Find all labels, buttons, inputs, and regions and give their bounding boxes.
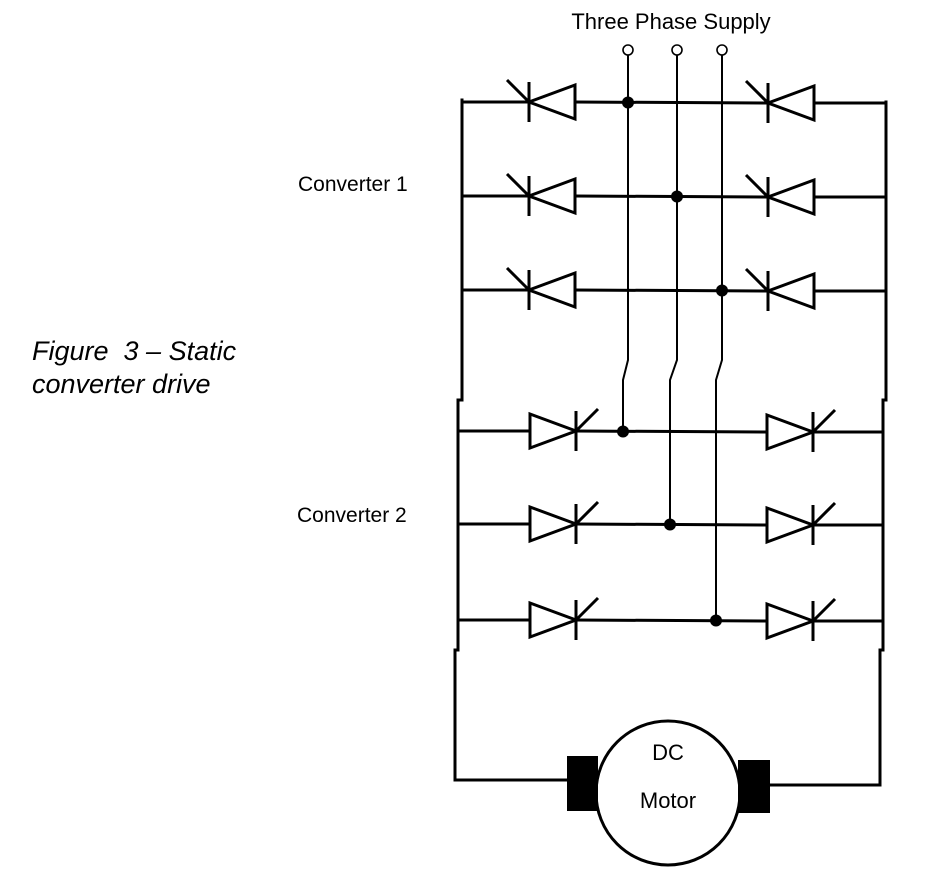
phase-wire <box>715 55 723 620</box>
figure-caption-line2: converter drive <box>32 369 211 399</box>
thyristor-triangle <box>763 177 816 217</box>
thyristor-triangle <box>765 412 818 452</box>
thyristor-gate <box>744 267 770 293</box>
converter1-label: Converter 1 <box>298 173 408 196</box>
thyristor-triangle <box>528 600 581 640</box>
thyristor-icon <box>505 266 577 310</box>
row-wire-middle <box>574 429 769 434</box>
thyristor-triangle <box>528 504 581 544</box>
phase-l1-line <box>622 44 634 431</box>
junction-dot-icon <box>716 284 728 297</box>
junction-dot-icon <box>710 614 722 627</box>
phase-lines <box>622 44 728 620</box>
thyristor-icon <box>505 172 577 216</box>
row-wire-middle <box>573 100 770 105</box>
thyristor-gate <box>505 78 531 104</box>
converter-row <box>456 596 885 641</box>
thyristor-gate <box>811 501 837 527</box>
thyristor-icon <box>765 597 837 641</box>
thyristor-icon <box>744 267 816 311</box>
converter-row <box>456 500 885 545</box>
motor-label-line1: DC <box>652 740 684 765</box>
thyristor-icon <box>528 500 600 544</box>
junction-dot-icon <box>617 425 629 438</box>
converter-1 <box>460 78 888 311</box>
supply-terminal-icon <box>671 44 683 56</box>
junction-dot-icon <box>671 190 683 203</box>
row-wire-middle <box>574 618 769 623</box>
thyristor-triangle <box>765 505 818 545</box>
converter-row <box>460 266 888 311</box>
dc-motor: DC Motor <box>567 719 770 867</box>
thyristor-icon <box>765 408 837 452</box>
converter-row <box>460 172 888 217</box>
thyristor-triangle <box>524 82 577 122</box>
thyristor-icon <box>744 173 816 217</box>
thyristor-icon <box>744 79 816 123</box>
thyristor-gate <box>574 500 600 526</box>
thyristor-triangle <box>763 271 816 311</box>
thyristor-icon <box>765 501 837 545</box>
converter2-label: Converter 2 <box>297 504 407 527</box>
thyristor-gate <box>744 79 770 105</box>
phase-wire <box>669 55 678 524</box>
thyristor-triangle <box>763 83 816 123</box>
thyristor-triangle <box>524 176 577 216</box>
figure-caption-line1: Figure 3 – Static <box>32 336 237 366</box>
thyristor-gate <box>505 266 531 292</box>
thyristor-icon <box>505 78 577 122</box>
phase-l3-line <box>715 44 728 620</box>
right-rail-wire <box>768 100 888 787</box>
supply-terminal-icon <box>622 44 634 56</box>
junction-dot-icon <box>622 96 634 109</box>
phase-l2-line <box>669 44 683 524</box>
thyristor-triangle <box>528 411 581 451</box>
supply-terminal-icon <box>716 44 728 56</box>
supply-label: Three Phase Supply <box>571 9 770 34</box>
converter-row <box>460 78 888 123</box>
left-rail-wire <box>453 98 569 782</box>
thyristor-icon <box>528 407 600 451</box>
thyristor-gate <box>811 597 837 623</box>
thyristor-gate <box>574 407 600 433</box>
junction-dot-icon <box>664 518 676 531</box>
right-brush <box>738 760 770 813</box>
dc-rails <box>453 98 888 787</box>
motor-label-line2: Motor <box>640 788 696 813</box>
left-brush <box>567 756 598 811</box>
phase-wire <box>622 55 629 431</box>
converter-2 <box>456 407 885 641</box>
thyristor-gate <box>505 172 531 198</box>
converter-row <box>456 407 885 452</box>
row-wire-middle <box>573 288 770 293</box>
thyristor-gate <box>744 173 770 199</box>
thyristor-triangle <box>524 270 577 310</box>
thyristor-icon <box>528 596 600 640</box>
thyristor-gate <box>811 408 837 434</box>
thyristor-gate <box>574 596 600 622</box>
thyristor-triangle <box>765 601 818 641</box>
converters <box>456 78 888 641</box>
